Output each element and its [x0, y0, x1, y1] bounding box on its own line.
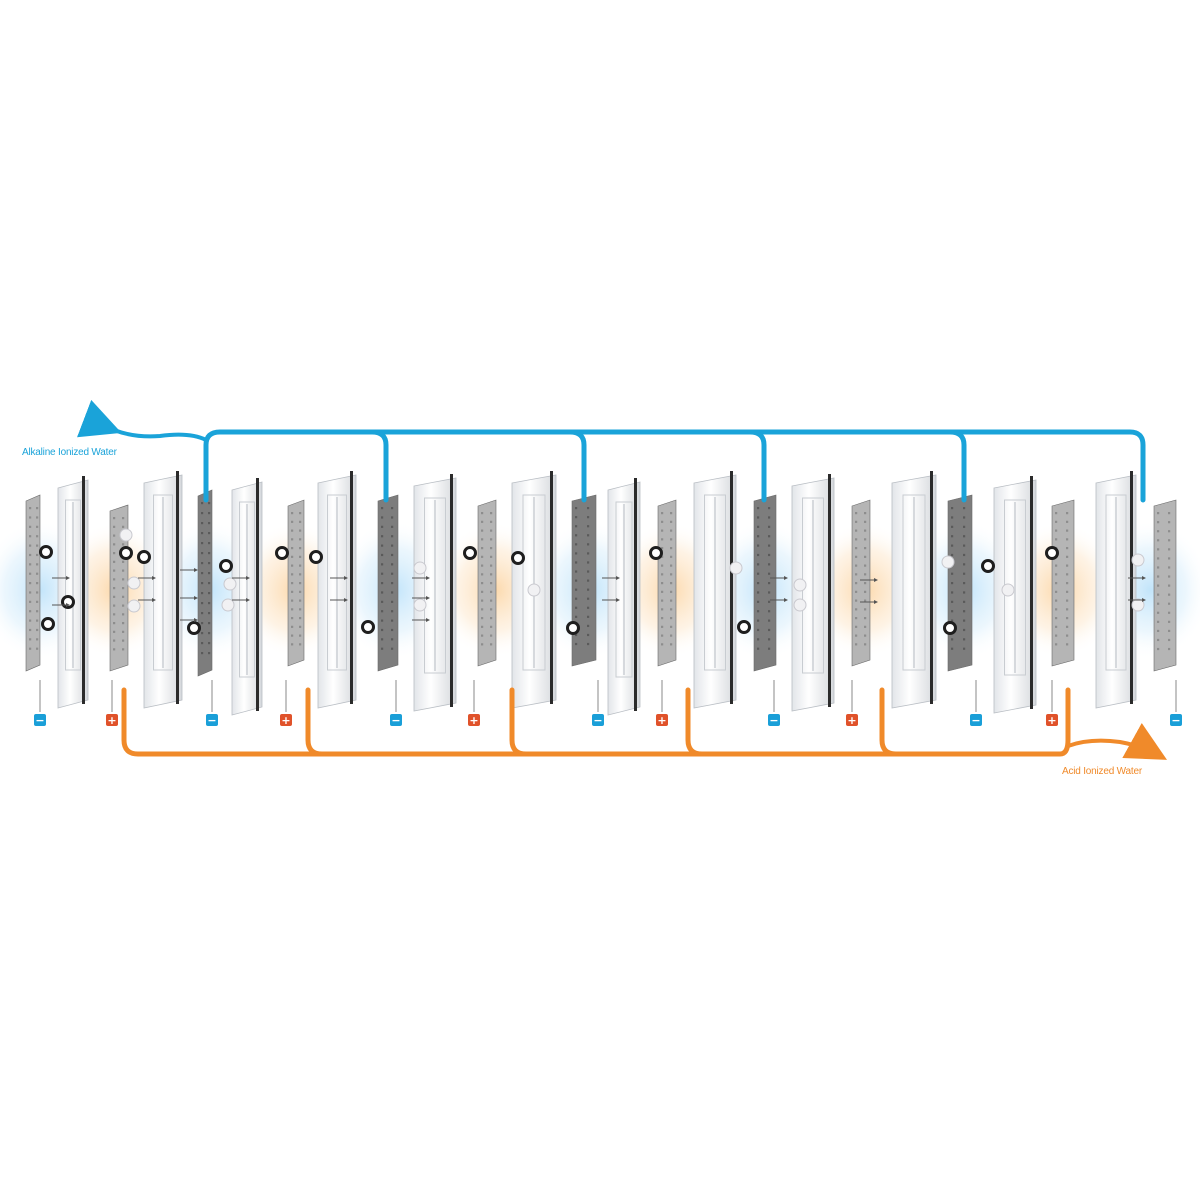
ion-circle-icon	[309, 550, 323, 564]
ion-circle-icon	[1045, 546, 1059, 560]
membrane-frame-icon	[57, 476, 89, 709]
positive-symbol: +	[657, 714, 666, 727]
ion-circle-icon	[463, 546, 477, 560]
ion-circle-icon	[119, 528, 133, 542]
membrane-frame-icon	[693, 471, 737, 709]
polarity-badge-icon: +	[468, 680, 480, 727]
electrode-plate-icon	[287, 499, 305, 667]
acid-flow-pipe	[121, 687, 1167, 760]
positive-symbol: +	[281, 714, 290, 727]
cell-stack	[25, 471, 1177, 716]
ion-circle-icon	[221, 598, 235, 612]
negative-symbol: −	[1171, 714, 1180, 727]
negative-symbol: −	[971, 714, 980, 727]
membrane-frame-icon	[791, 474, 835, 712]
ion-circle-icon	[793, 598, 807, 612]
negative-symbol: −	[391, 714, 400, 727]
electrode-plate-icon	[477, 499, 497, 667]
alkaline-branch	[947, 429, 967, 503]
electrode-plate-icon	[197, 489, 213, 677]
negative-symbol: −	[35, 714, 44, 727]
ion-circle-icon	[649, 546, 663, 560]
ion-circle-icon	[219, 559, 233, 573]
acid-water-label: Acid Ionized Water	[1062, 766, 1142, 777]
alkaline-flow-pipe	[76, 399, 1146, 503]
acid-branch	[305, 687, 325, 757]
acid-branch	[509, 687, 529, 757]
membrane-frame-icon	[231, 478, 263, 716]
membrane-frame-icon	[143, 471, 183, 709]
polarity-badge-icon: +	[106, 680, 118, 727]
flow-arrow-icon	[76, 399, 208, 442]
polarity-badge-icon: −	[768, 680, 780, 727]
ion-circle-icon	[413, 598, 427, 612]
electrode-plate-icon	[377, 494, 399, 672]
flow-arrow-icon	[1066, 722, 1167, 760]
membrane-frame-icon	[607, 478, 641, 716]
ion-circle-icon	[941, 555, 955, 569]
polarity-badges: − + − + − + − + − + − + −	[34, 680, 1182, 727]
electrode-plate-icon	[851, 499, 871, 667]
ion-circle-icon	[187, 621, 201, 635]
ion-circle-icon	[981, 559, 995, 573]
ion-circle-icon	[1131, 553, 1145, 567]
membrane-frame-icon	[413, 474, 457, 712]
membrane-frame-icon	[891, 471, 937, 709]
acid-branch	[685, 687, 705, 757]
alkaline-water-label: Alkaline Ionized Water	[22, 447, 117, 458]
ion-circle-icon	[119, 546, 133, 560]
ion-circle-icon	[737, 620, 751, 634]
ion-circle-icon	[1131, 598, 1145, 612]
electrode-plate-icon	[1153, 499, 1177, 672]
alkaline-branch	[369, 429, 389, 503]
electrode-plate-icon	[1051, 499, 1075, 667]
positive-symbol: +	[847, 714, 856, 727]
negative-symbol: −	[207, 714, 216, 727]
ion-circle-icon	[127, 599, 141, 613]
polarity-badge-icon: −	[34, 680, 46, 727]
ion-circle-icon	[275, 546, 289, 560]
polarity-badge-icon: −	[390, 680, 402, 727]
alkaline-branch	[747, 429, 767, 503]
polarity-badge-icon: −	[592, 680, 604, 727]
polarity-badge-icon: +	[656, 680, 668, 727]
ion-circle-icon	[527, 583, 541, 597]
ion-circle-icon	[223, 577, 237, 591]
ion-circle-icon	[566, 621, 580, 635]
ion-circle-icon	[793, 578, 807, 592]
ion-circle-icon	[41, 617, 55, 631]
ion-circle-icon	[1001, 583, 1015, 597]
electrode-plate-icon	[571, 494, 597, 667]
positive-symbol: +	[469, 714, 478, 727]
alkaline-branch	[567, 429, 587, 503]
acid-branch	[879, 687, 899, 757]
electrode-plate-icon	[657, 499, 677, 667]
membrane-frame-icon	[993, 476, 1037, 714]
polarity-badge-icon: +	[1046, 680, 1058, 727]
ion-circle-icon	[413, 561, 427, 575]
ion-circle-icon	[137, 550, 151, 564]
electrode-plate-icon	[753, 494, 777, 672]
negative-symbol: −	[593, 714, 602, 727]
positive-symbol: +	[107, 714, 116, 727]
polarity-badge-icon: −	[970, 680, 982, 727]
membrane-frame-icon	[1095, 471, 1137, 709]
electrode-plate-icon	[947, 494, 973, 672]
ion-circle-icon	[511, 551, 525, 565]
polarity-badge-icon: −	[206, 680, 218, 727]
ion-circle-icon	[127, 576, 141, 590]
negative-symbol: −	[769, 714, 778, 727]
polarity-badge-icon: +	[846, 680, 858, 727]
ion-circle-icon	[39, 545, 53, 559]
positive-symbol: +	[1047, 714, 1056, 727]
ion-circle-icon	[943, 621, 957, 635]
ion-circle-icon	[729, 561, 743, 575]
electrode-plate-icon	[25, 494, 41, 672]
polarity-badge-icon: −	[1170, 680, 1182, 727]
membrane-frame-icon	[317, 471, 357, 709]
ion-circle-icon	[361, 620, 375, 634]
polarity-badge-icon: +	[280, 680, 292, 727]
